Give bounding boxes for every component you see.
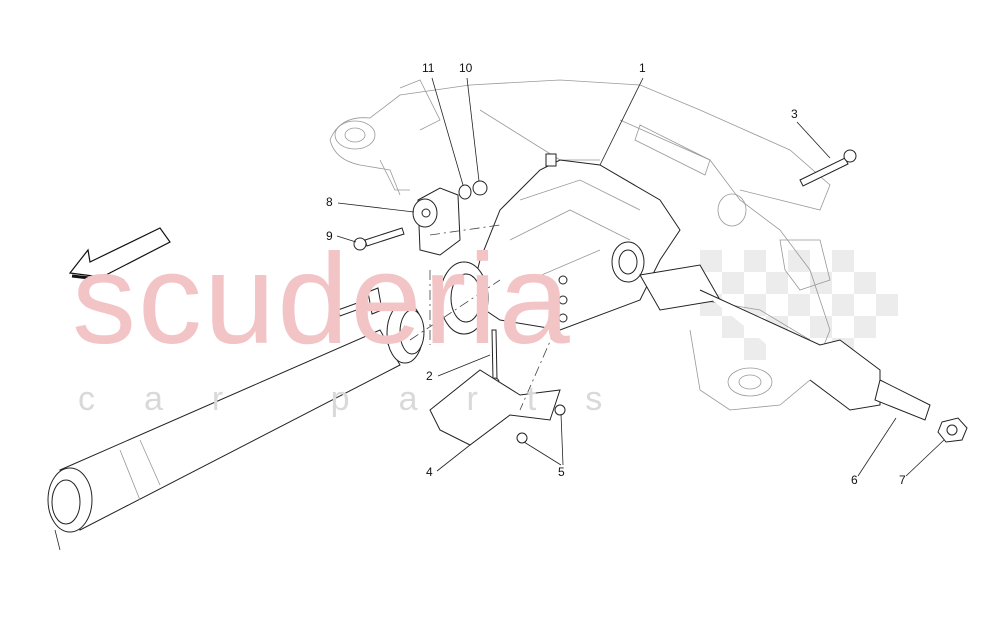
callout-2: 2 <box>426 369 433 383</box>
callout-7: 7 <box>899 473 906 487</box>
washers <box>458 180 488 200</box>
leader-lines <box>336 77 945 477</box>
watermark-brand: scuderia <box>72 228 572 371</box>
heat-shield <box>429 369 566 446</box>
differential-mount <box>412 187 461 256</box>
callout-3: 3 <box>791 107 798 121</box>
callout-11: 11 <box>422 61 435 75</box>
rear-subframe <box>329 79 831 411</box>
callout-6: 6 <box>851 473 858 487</box>
callout-1: 1 <box>639 61 646 75</box>
watermark-tagline: car parts <box>78 380 652 418</box>
half-shaft <box>639 264 931 421</box>
callout-10: 10 <box>459 61 473 75</box>
callout-8: 8 <box>326 195 333 209</box>
bolt-9 <box>353 227 405 251</box>
callout-5: 5 <box>558 465 565 479</box>
hub-nut <box>937 417 968 443</box>
callout-4: 4 <box>426 465 433 479</box>
propeller-shaft <box>47 302 425 551</box>
differential-housing <box>439 153 681 335</box>
arrow-left-down-icon <box>68 227 171 284</box>
callout-9: 9 <box>326 229 333 243</box>
bolt-3 <box>799 149 857 187</box>
